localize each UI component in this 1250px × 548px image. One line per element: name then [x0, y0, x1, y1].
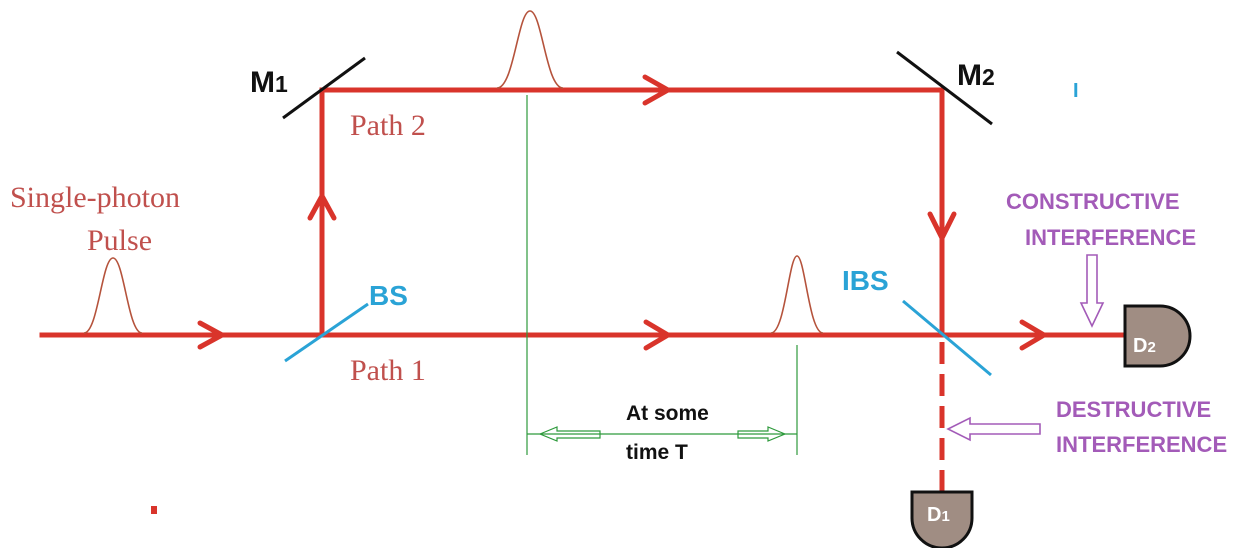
arrow-output-d2 [1019, 319, 1047, 351]
path1-label: Path 1 [350, 354, 426, 387]
stray-dot [151, 506, 157, 514]
mirror-m2-label: M2 [957, 59, 995, 92]
mirror-m1 [282, 56, 366, 120]
arrow-path2-top [642, 74, 671, 106]
mirror-m2-main: M [957, 59, 982, 92]
constructive-arrow [1079, 254, 1105, 328]
arrow-path2-down [927, 211, 957, 241]
pulse-input [83, 257, 143, 334]
detector-d1-main: D [927, 504, 941, 526]
detector-d1-sub: 1 [941, 508, 949, 525]
detector-d2 [1123, 304, 1192, 368]
time-arrow-left [538, 426, 601, 442]
destructive-label-line2: INTERFERENCE [1056, 432, 1227, 457]
time-markers [526, 95, 798, 455]
time-label-line1: At some [626, 402, 709, 425]
stray-mark: I [1073, 80, 1079, 102]
time-label-line2: time T [626, 441, 688, 464]
destructive-label-line1: DESTRUCTIVE [1056, 397, 1211, 422]
time-arrow-right [737, 426, 787, 442]
detector-d1-label: D1 [927, 504, 950, 526]
source-label-line2: Pulse [87, 224, 152, 257]
detector-d2-sub: 2 [1147, 339, 1155, 356]
pulse-path2 [496, 10, 564, 89]
beam-paths [39, 87, 1128, 338]
arrow-path2-up [307, 193, 337, 221]
mirror-m2-sub: 2 [982, 64, 995, 90]
beam-splitter-bs [284, 302, 369, 363]
arrow-path1 [643, 319, 671, 351]
constructive-label-line2: INTERFERENCE [1025, 225, 1196, 250]
direction-arrows [197, 74, 1047, 351]
detector-d2-label: D2 [1133, 335, 1156, 357]
arrow-input [197, 320, 225, 350]
pulse-path1 [770, 255, 824, 334]
ibs-label: IBS [842, 265, 889, 296]
destructive-arrow [946, 416, 1041, 442]
constructive-label-line1: CONSTRUCTIVE [1006, 189, 1180, 214]
mirror-m2 [896, 50, 993, 126]
mirror-m1-main: M [250, 66, 275, 99]
detector-d2-main: D [1133, 335, 1147, 357]
bs-label: BS [369, 280, 408, 311]
mirror-m1-sub: 1 [275, 71, 288, 97]
beam-splitter-ibs [902, 299, 992, 377]
path2-label: Path 2 [350, 109, 426, 142]
mirror-m1-label: M1 [250, 66, 288, 99]
source-label-line1: Single-photon [10, 181, 180, 214]
